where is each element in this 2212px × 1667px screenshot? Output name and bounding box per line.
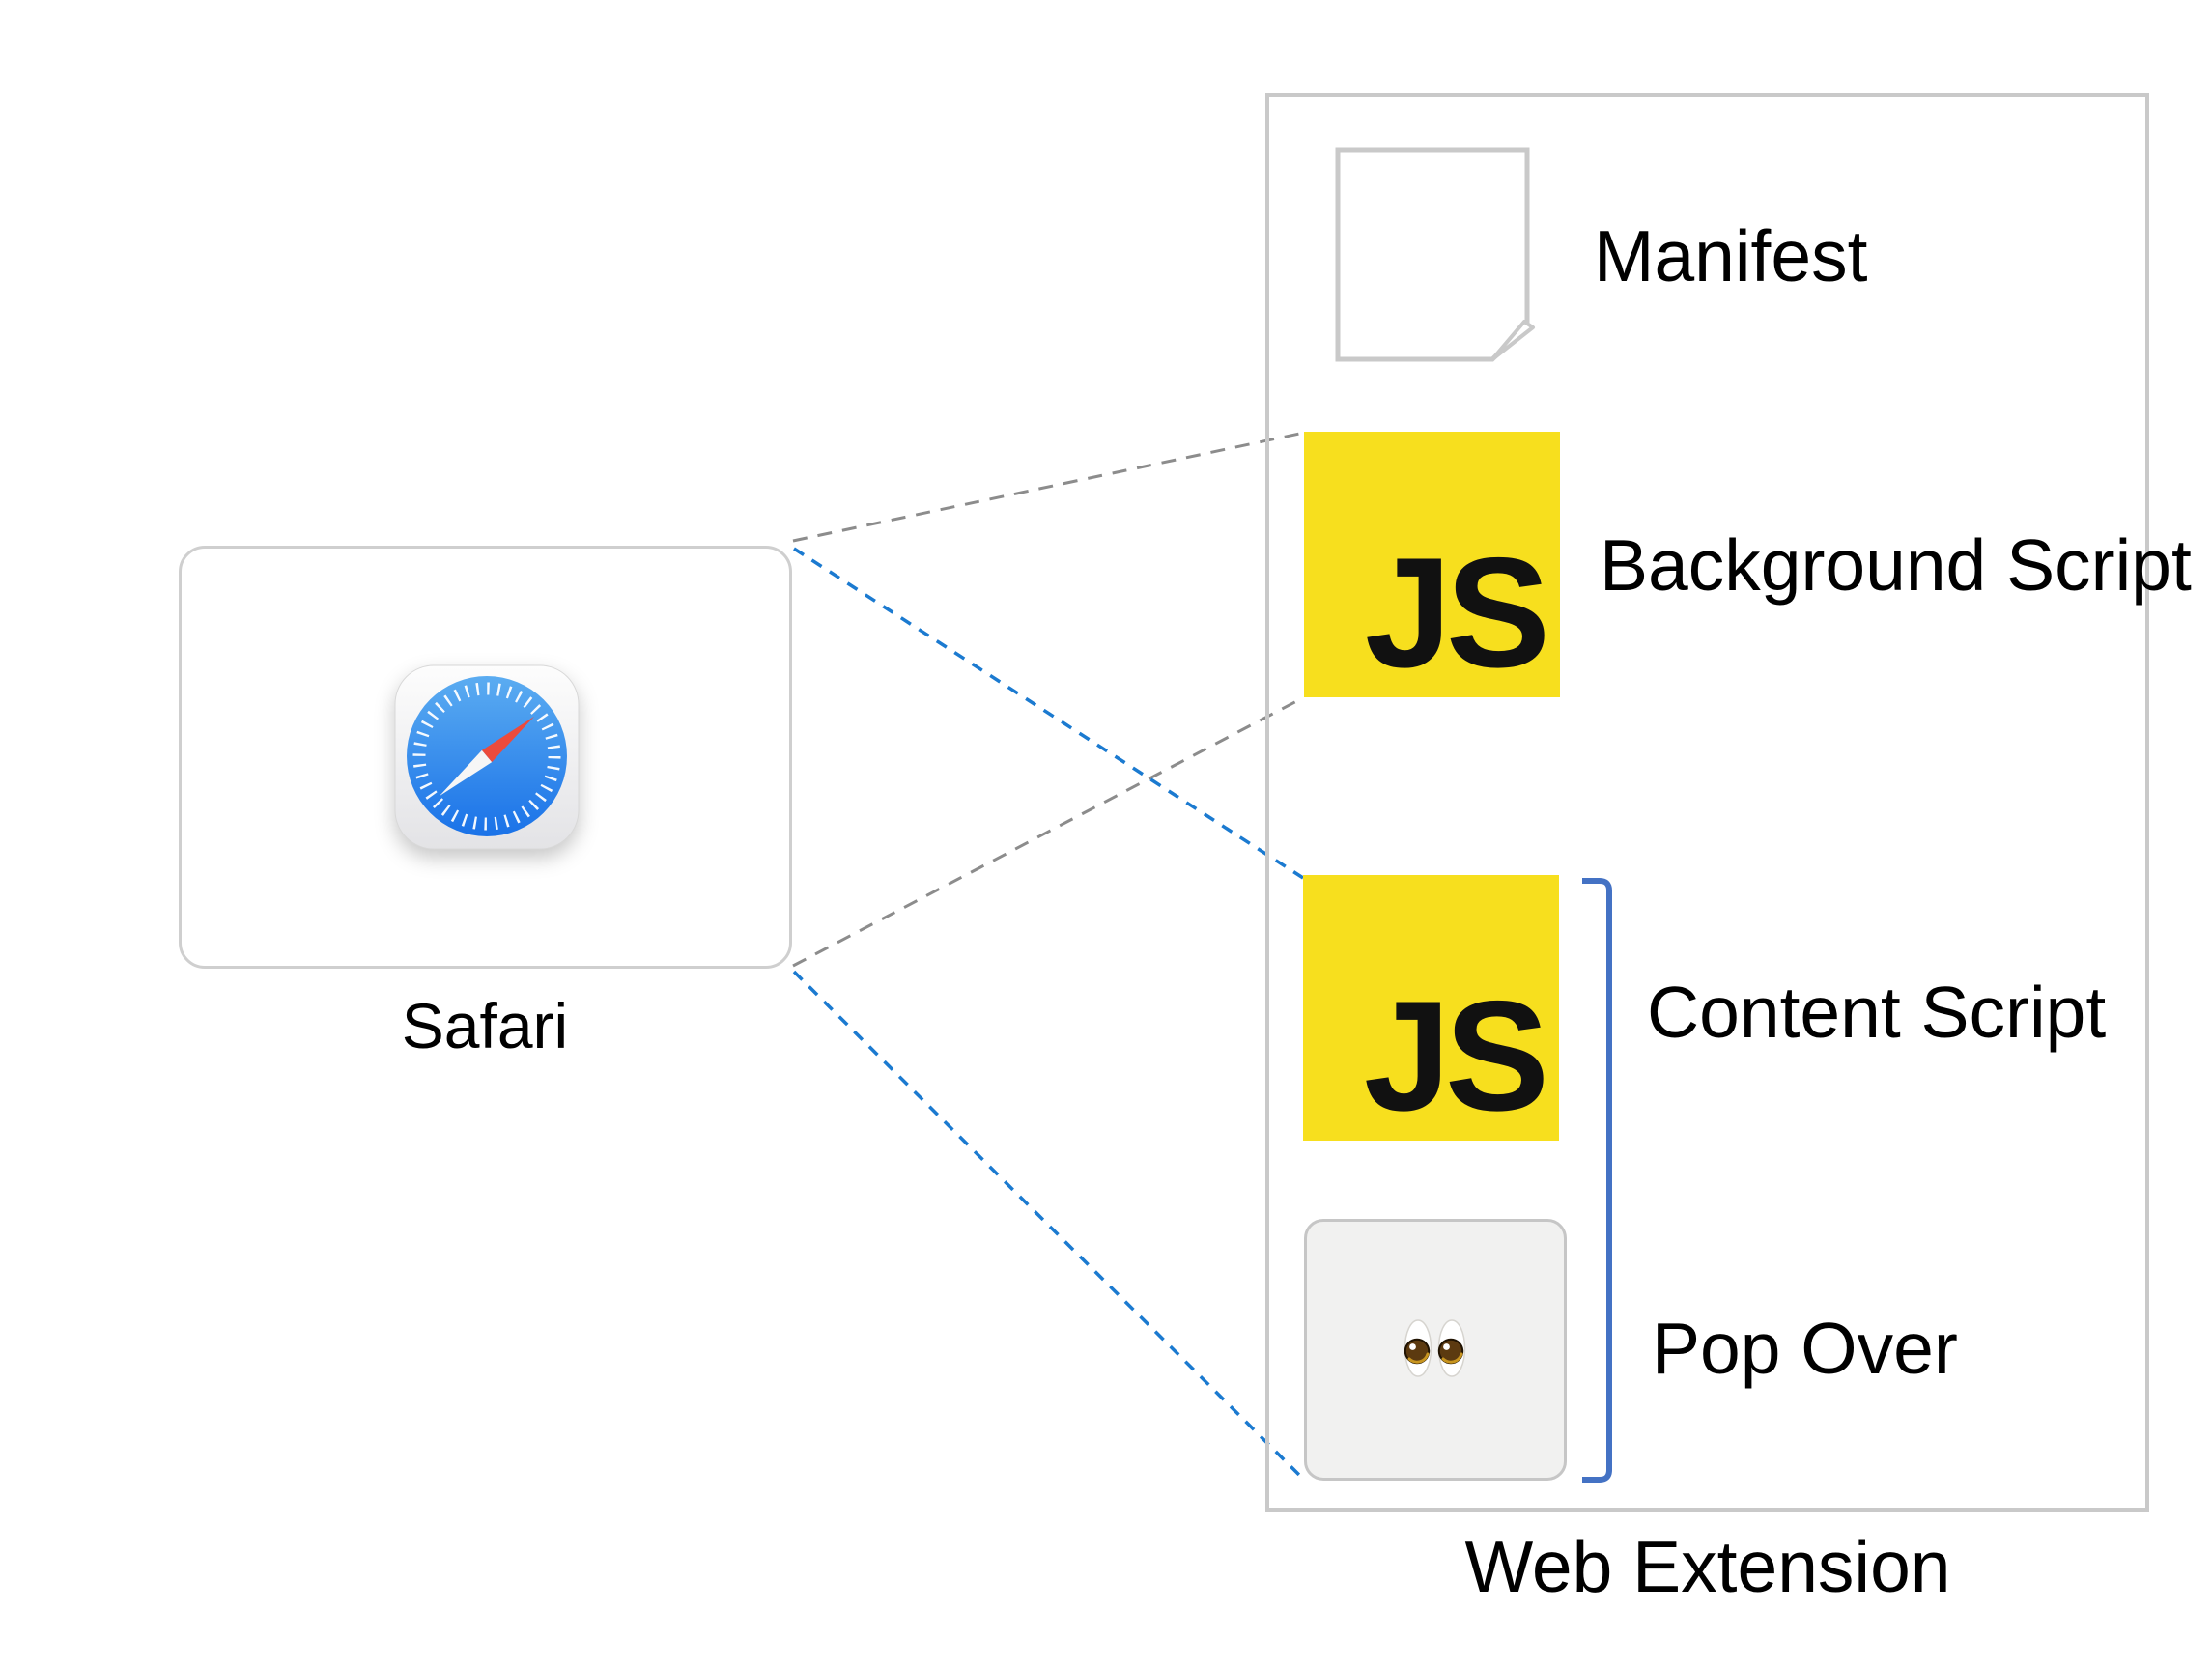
compass-needle xyxy=(439,716,535,797)
manifest-document-icon xyxy=(1335,147,1535,362)
eyes-icon xyxy=(1404,1318,1466,1377)
background-script-label: Background Script xyxy=(1600,524,2192,606)
safari-icon xyxy=(394,664,580,850)
dashed-line-safari-to-background-script-bottom xyxy=(792,695,1305,968)
content-script-js-icon: JS xyxy=(1303,875,1559,1141)
background-script-js-icon: JS xyxy=(1304,432,1560,697)
web-extension-box xyxy=(1265,93,2149,1512)
pop-over-icon xyxy=(1304,1219,1567,1481)
compass-ticks xyxy=(412,682,561,831)
manifest-label: Manifest xyxy=(1594,215,1868,297)
dashed-line-safari-to-background-script-top xyxy=(792,431,1305,543)
content-script-label: Content Script xyxy=(1647,972,2107,1053)
page-curl xyxy=(1490,320,1535,361)
safari-label: Safari xyxy=(401,990,569,1061)
pop-over-label: Pop Over xyxy=(1652,1308,1958,1389)
js-logo-text: JS xyxy=(1364,525,1550,700)
js-logo-text: JS xyxy=(1363,969,1549,1144)
dashed-line-safari-to-pop-over xyxy=(792,970,1304,1480)
dashed-line-safari-to-content-script xyxy=(793,547,1304,880)
web-extension-label: Web Extension xyxy=(1464,1526,1951,1607)
